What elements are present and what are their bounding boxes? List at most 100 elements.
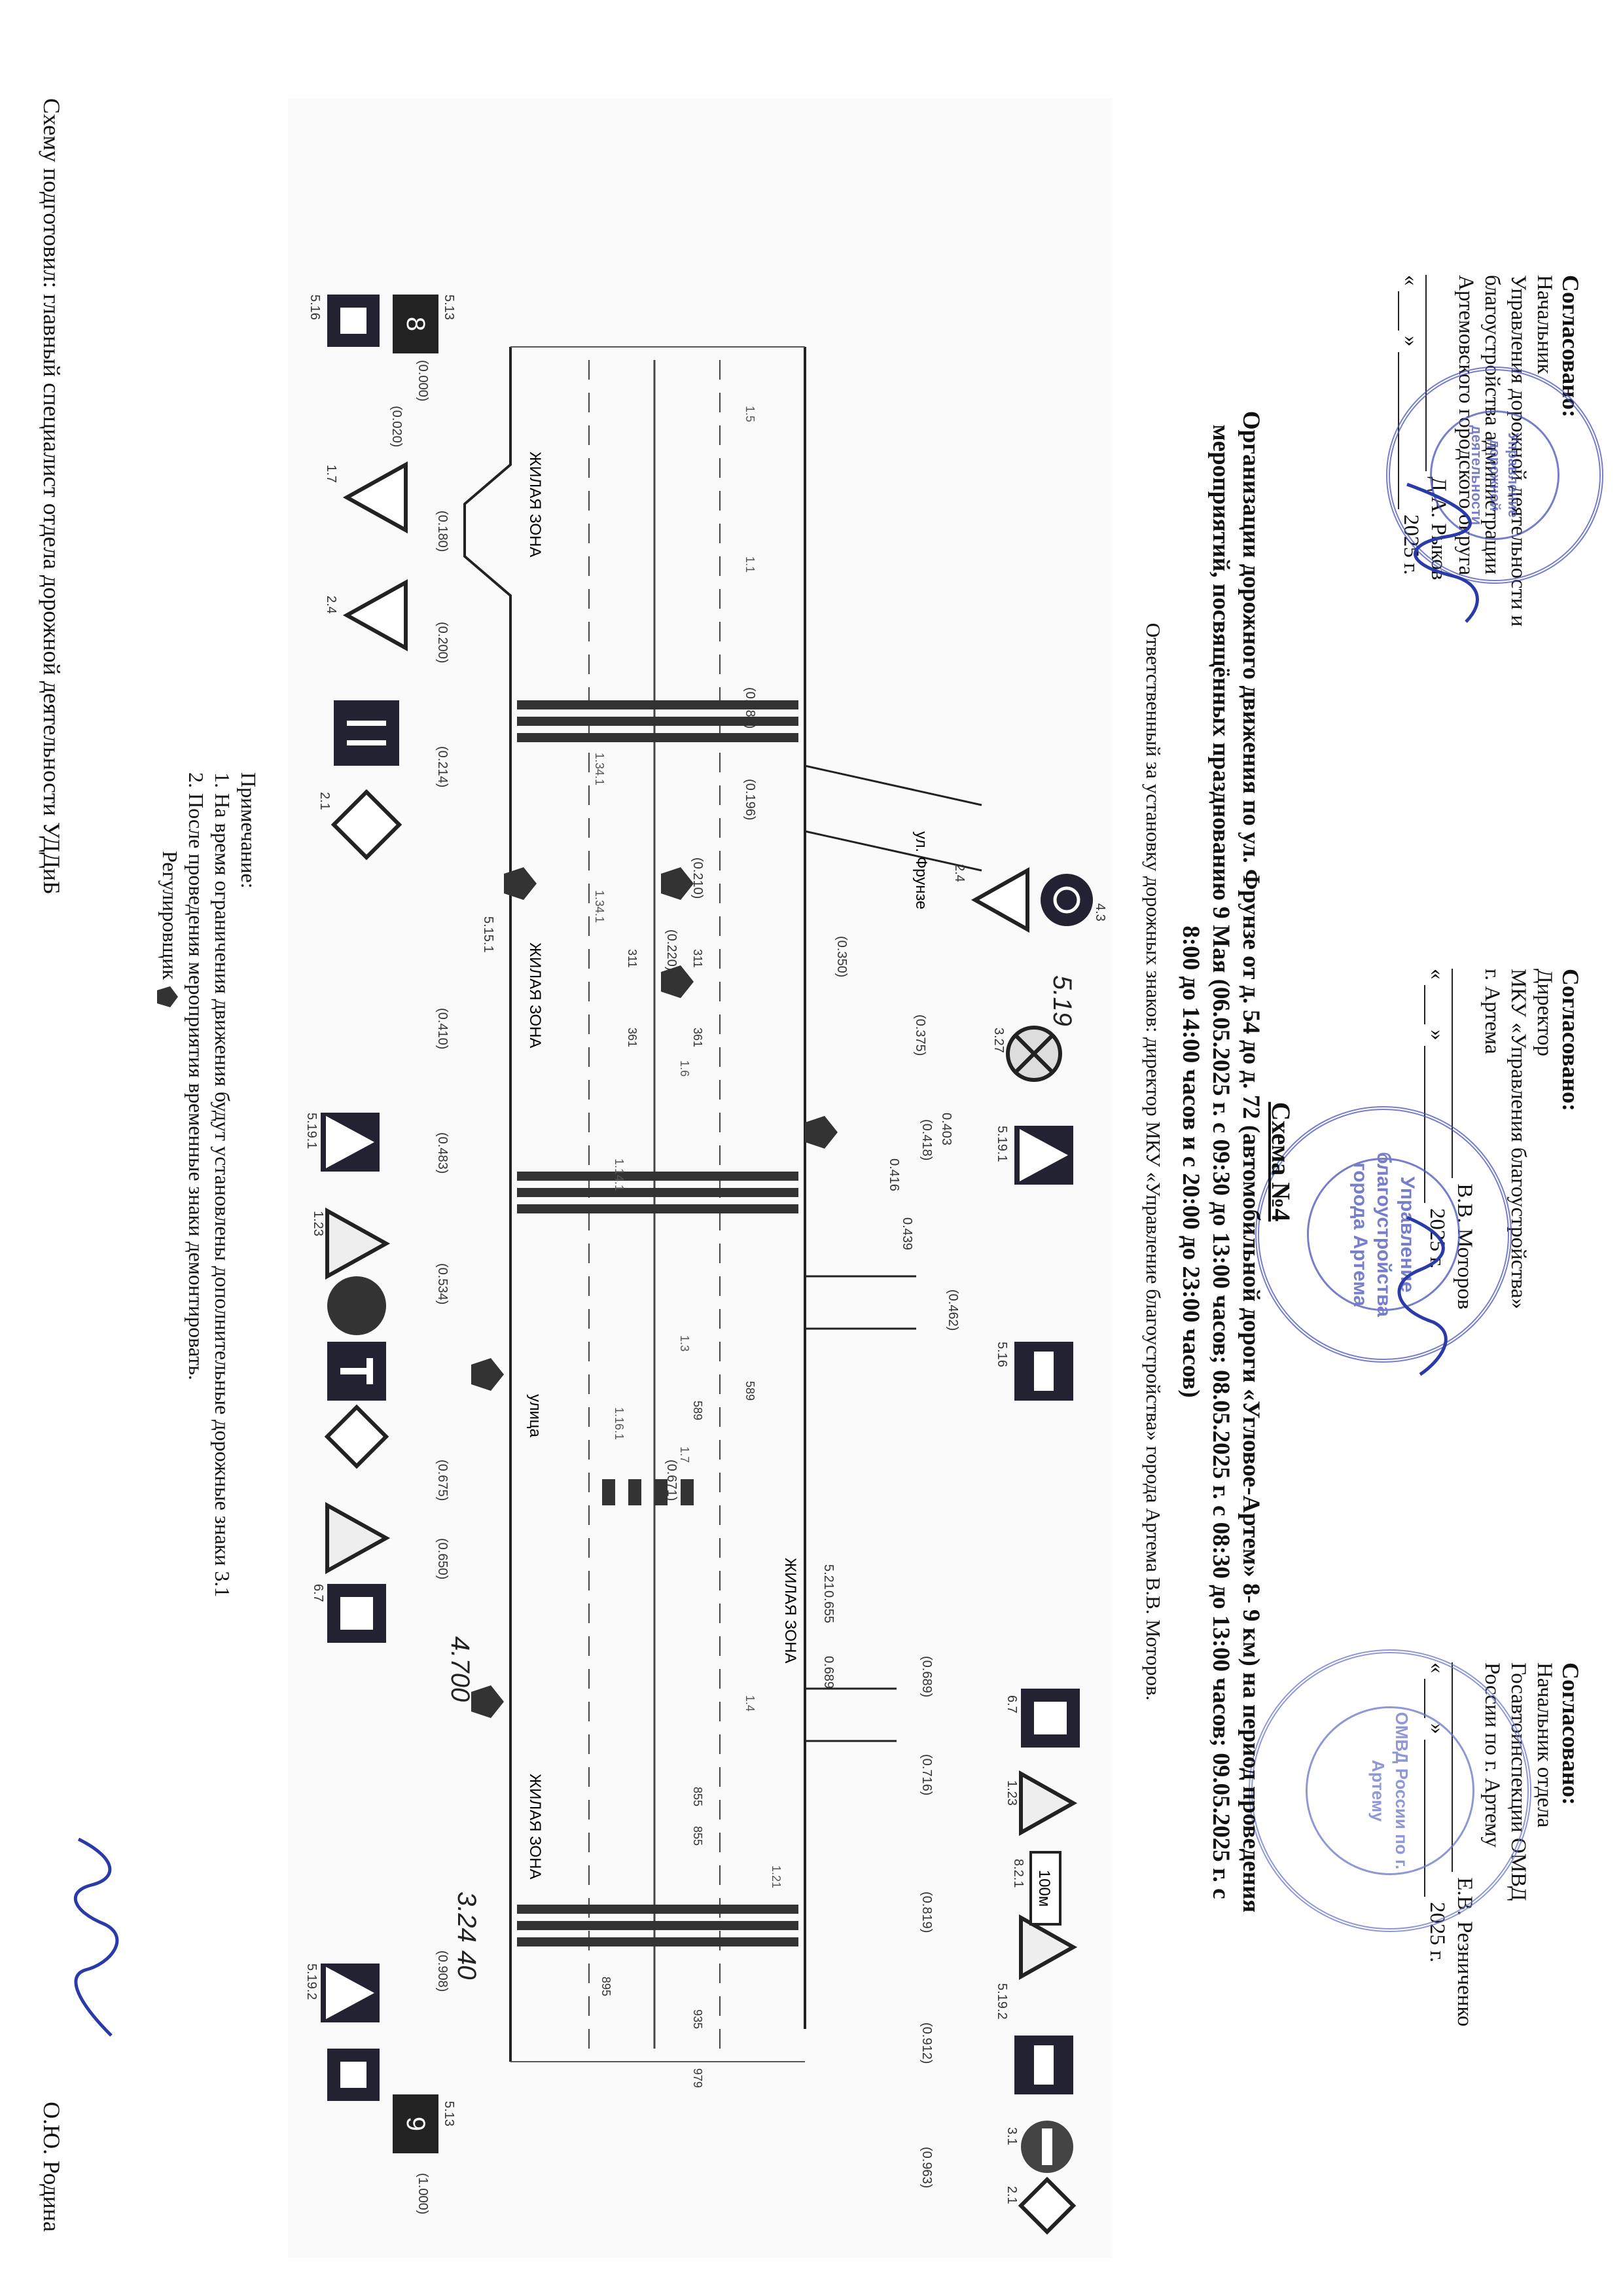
sign-t-junction [327, 1342, 386, 1401]
svg-text:(0.689): (0.689) [919, 1656, 934, 1697]
sign-children-bottom-2 [325, 1501, 391, 1575]
svg-text:1.16.1: 1.16.1 [613, 1407, 626, 1440]
svg-text:5.19.1: 5.19.1 [995, 1126, 1009, 1162]
svg-text:(0.210): (0.210) [690, 857, 705, 899]
svg-text:(0.483): (0.483) [435, 1132, 450, 1174]
svg-text:(0.410): (0.410) [435, 1008, 450, 1049]
zone-label-4: ЖИЛАЯ ЗОНА [526, 1774, 544, 1879]
prepared-by: Схему подготовил: главный специалист отд… [39, 98, 65, 895]
sign-parking-bottom [327, 295, 380, 347]
sign-children-top-2 [1019, 1914, 1078, 1981]
regulator-icon [157, 986, 179, 1007]
svg-text:(0.350): (0.350) [834, 936, 849, 977]
road-markings: 1.5 1.1 1.14.1 1.16.1 1.6 1.3 1.7 1.34.1… [593, 406, 783, 1888]
approval-line: Начальник отдела [1533, 1662, 1556, 1828]
sign-round-bottom [327, 1276, 386, 1335]
regulator-legend: Регулировщик [156, 851, 183, 2278]
svg-text:1.5: 1.5 [743, 406, 757, 422]
preparer-name: О.Ю. Родина [39, 2102, 65, 2232]
road-edge-bottom [463, 347, 512, 2062]
sign-crosswalk-bottom-2 [321, 1964, 380, 2022]
svg-text:5.16: 5.16 [308, 295, 322, 320]
svg-text:5.13: 5.13 [442, 295, 456, 320]
regulator-markers [471, 867, 838, 1718]
svg-text:4.700: 4.700 [446, 1636, 474, 1702]
note-item: 2. После проведения мероприятия временны… [185, 772, 208, 1380]
sign-parking-bottom-2 [327, 2049, 380, 2101]
svg-text:40: 40 [452, 1950, 481, 1980]
sign-underpass-top [1021, 1689, 1080, 1748]
svg-text:(1.000): (1.000) [416, 2173, 430, 2214]
sign-roundabout-bottom [342, 461, 408, 534]
svg-text:(0.908): (0.908) [435, 1950, 450, 1992]
svg-text:1.34.1: 1.34.1 [593, 890, 606, 923]
svg-text:1.34.1: 1.34.1 [593, 753, 606, 785]
svg-text:(0.650): (0.650) [435, 1538, 450, 1579]
sign-crosswalk-bottom-1 [321, 1113, 380, 1172]
svg-text:(0.200): (0.200) [435, 622, 450, 663]
responsible-person: Ответственный за установку дорожных знак… [1142, 622, 1165, 1701]
svg-text:(0.188): (0.188) [743, 687, 757, 728]
svg-text:(0.214): (0.214) [435, 746, 450, 787]
crosswalk-1 [517, 700, 798, 742]
svg-text:(0.675): (0.675) [435, 1460, 450, 1501]
svg-text:935: 935 [691, 2009, 704, 2029]
svg-text:6.7: 6.7 [1005, 1695, 1019, 1713]
notes-heading: Примечание: [237, 772, 260, 889]
svg-text:1.14.1: 1.14.1 [613, 1158, 626, 1191]
svg-text:979: 979 [691, 2068, 704, 2088]
sign-codes-top: 2.4 4.3 3.27 5.19.1 5.16 5.21 6.7 1.23 8… [821, 864, 1107, 2204]
sign-crosswalk-top-1 [1014, 1126, 1073, 1185]
signature-rodina [73, 1837, 119, 2037]
sign-main-road-bottom [330, 789, 402, 861]
svg-text:1.7: 1.7 [678, 1446, 691, 1463]
km-end-label: 9 [401, 2117, 430, 2131]
sign-lane-direction [334, 700, 399, 766]
title-line: 8:00 до 14:00 часов и с 20:00 до 23:00 ч… [1177, 925, 1204, 1398]
svg-text:2.1: 2.1 [1005, 2186, 1019, 2204]
street-label: улица [526, 1394, 544, 1438]
crossing-label: ул. Фрунзе [912, 831, 930, 909]
note-item: 1. На время ограничения движения будут у… [211, 772, 234, 1598]
svg-text:1.6: 1.6 [678, 1060, 691, 1077]
svg-text:(0.534): (0.534) [435, 1263, 450, 1304]
sign-give-way-top [971, 867, 1029, 933]
distances-bottom: (0.000) (0.020) (0.180) (0.200) (0.214) … [389, 360, 450, 2214]
svg-text:855: 855 [691, 1787, 704, 1806]
distance-plate: 100м [1029, 1851, 1061, 1926]
svg-text:2.1: 2.1 [317, 792, 332, 810]
svg-text:2.4: 2.4 [952, 864, 967, 882]
svg-text:(0.000): (0.000) [416, 360, 430, 401]
svg-text:5.19.1: 5.19.1 [304, 1113, 319, 1149]
zone-label-2: ЖИЛАЯ ЗОНА [526, 942, 544, 1048]
svg-text:0.416: 0.416 [887, 1158, 901, 1191]
distance-plate-text: 100м [1035, 1870, 1053, 1907]
sign-codes-bottom: 5.13 5.16 1.7 2.4 2.1 5.15.1 5.19.1 1.23… [304, 295, 495, 2126]
svg-text:5.16: 5.16 [995, 1342, 1009, 1367]
svg-text:1.1: 1.1 [743, 556, 757, 573]
side-road [804, 764, 982, 872]
svg-text:311: 311 [691, 949, 704, 968]
sign-main-road-top [1018, 2176, 1077, 2235]
crosswalk-2 [517, 1172, 798, 1213]
sign-bus-stop-top-2 [1014, 2036, 1073, 2094]
sign-main-road-bottom-2 [324, 1404, 389, 1469]
km-marker-start: 8 [393, 295, 438, 353]
title-line: Организации дорожного движения по ул. Фр… [1238, 410, 1264, 1913]
svg-text:1.23: 1.23 [1005, 1780, 1019, 1806]
svg-text:855: 855 [691, 1826, 704, 1846]
notes-block: Примечание: 1. На время ограничения движ… [156, 772, 262, 2278]
svg-text:5.19.2: 5.19.2 [304, 1964, 319, 2000]
svg-text:(0.963): (0.963) [919, 2147, 934, 2188]
regulator-label: Регулировщик [158, 851, 182, 980]
svg-text:0.403: 0.403 [939, 1113, 954, 1145]
svg-text:(0.912): (0.912) [919, 2022, 934, 2064]
svg-text:(0.819): (0.819) [919, 1892, 934, 1933]
svg-text:6.7: 6.7 [311, 1584, 325, 1602]
svg-text:2.4: 2.4 [324, 596, 338, 614]
lane-numbers: 311 311 361 361 589 589 855 855 895 935 … [599, 949, 757, 2088]
svg-text:8.2.1: 8.2.1 [1011, 1859, 1026, 1888]
svg-text:361: 361 [691, 1028, 704, 1047]
svg-text:589: 589 [743, 1381, 757, 1401]
